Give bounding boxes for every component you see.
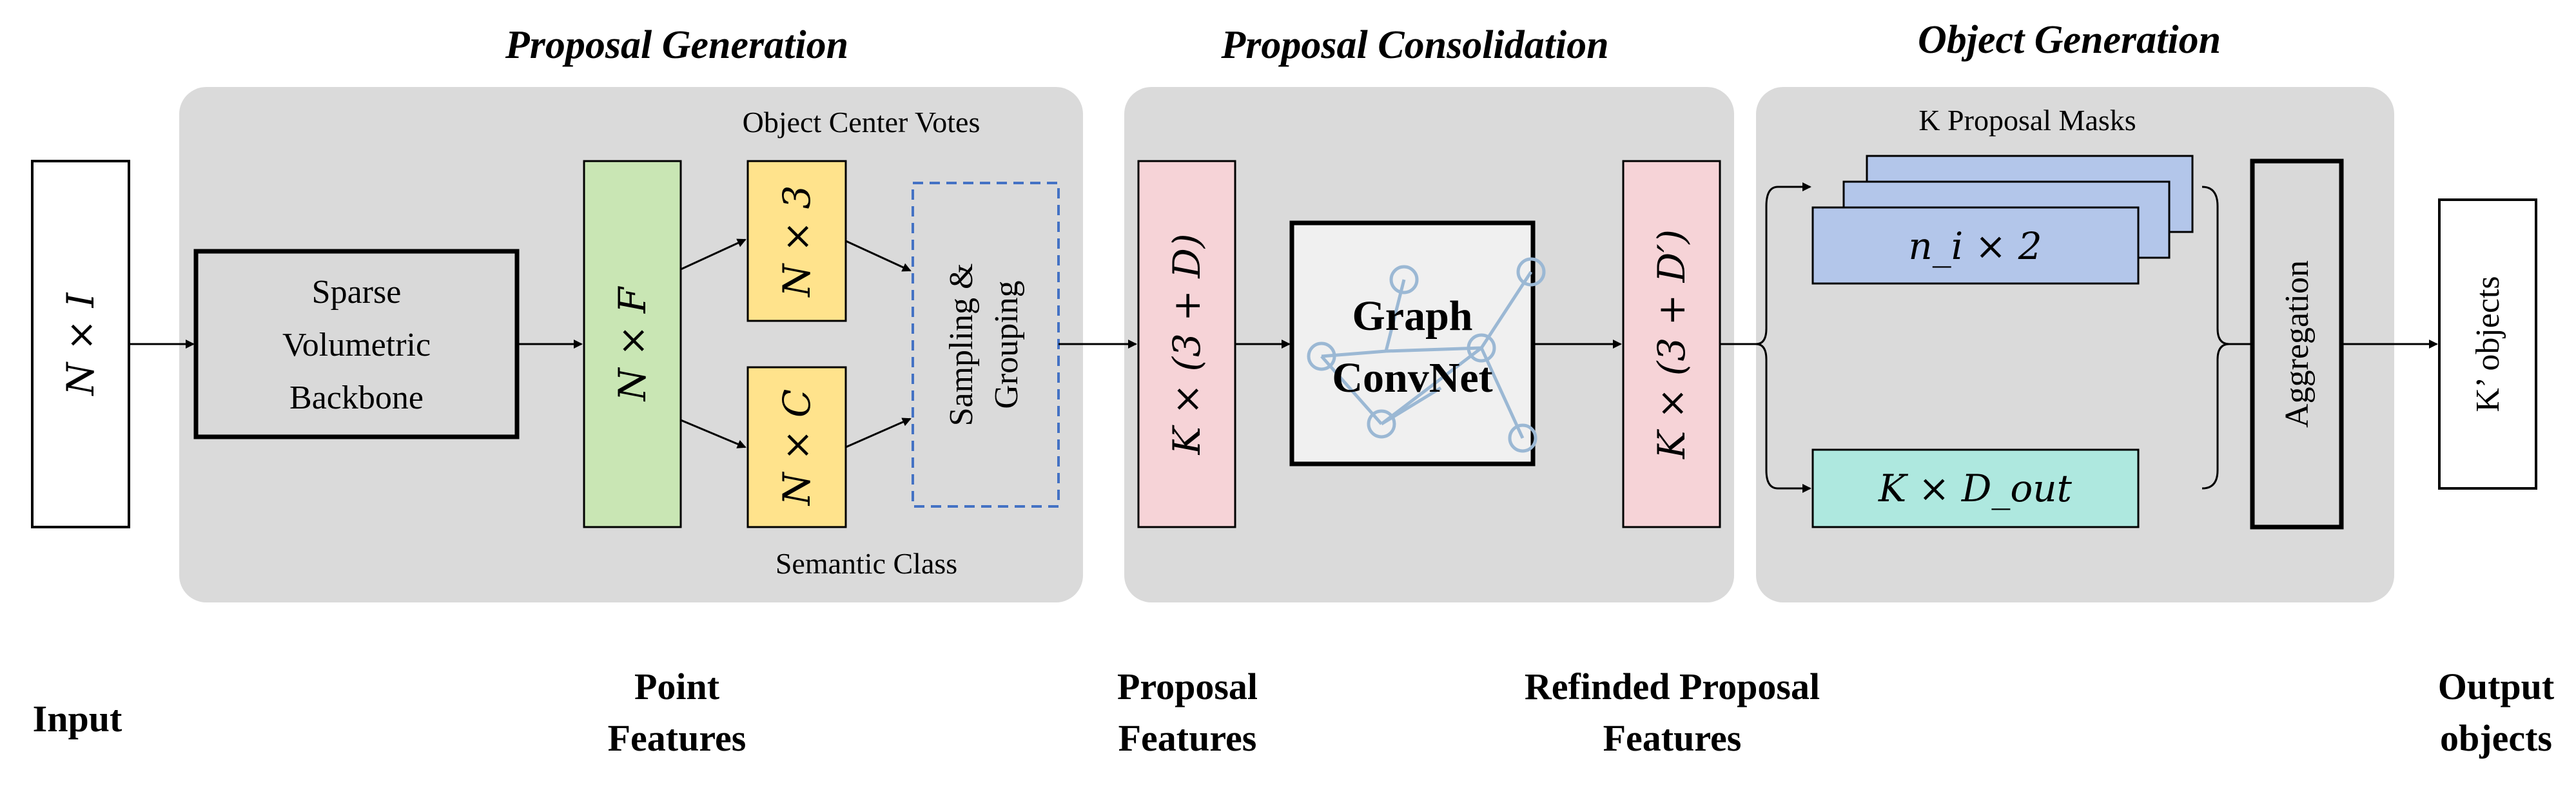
- mask-stack-front: [1811, 206, 2140, 285]
- bottom-label-proposal-line1: Proposal: [1117, 666, 1258, 707]
- graph-convnet-label-line2: ConvNet: [1332, 354, 1492, 401]
- sampling-label-line2: Grouping: [988, 280, 1025, 408]
- section-title-proposal-generation: Proposal Generation: [505, 23, 848, 67]
- sampling-label-line1: Sampling &: [943, 264, 980, 427]
- point-features-box: [583, 160, 682, 528]
- bottom-label-output-line2: objects: [2440, 717, 2552, 759]
- section-title-proposal-consolidation: Proposal Consolidation: [1220, 23, 1608, 67]
- split-brace: [1720, 182, 1811, 493]
- arrows: [129, 238, 2438, 448]
- graph-network-icon: [1307, 257, 1546, 453]
- semantic-box: [746, 366, 847, 528]
- input-box: [31, 160, 130, 528]
- bottom-label-refined-line1: Refinded Proposal: [1525, 666, 1820, 707]
- mask-label: n_i × 2: [1908, 224, 2042, 268]
- backbone-box: [193, 249, 520, 439]
- votes-caption: Object Center Votes: [743, 106, 981, 139]
- input-label: N × I: [59, 292, 102, 396]
- votes-box: [746, 160, 847, 322]
- arrow-semantic-sampling: [845, 418, 912, 448]
- dout-label: K × D_out: [1878, 466, 2073, 510]
- arrow-point-features-votes: [680, 238, 746, 271]
- masks-caption: K Proposal Masks: [1918, 104, 2136, 137]
- point-features-label: N × F: [610, 286, 654, 402]
- refined-features-label: K × (3 + D′): [1650, 229, 1693, 459]
- bottom-label-point-line1: Point: [634, 666, 720, 707]
- merge-brace: [2201, 186, 2252, 490]
- backbone-label-line3: Backbone: [289, 380, 424, 416]
- graph-convnet-label-line1: Graph: [1352, 293, 1472, 340]
- section-title-object-generation: Object Generation: [1918, 18, 2221, 62]
- dout-box: [1811, 448, 2140, 528]
- bottom-label-proposal-line2: Features: [1118, 717, 1257, 759]
- output-label: K’ objects: [2470, 276, 2506, 412]
- proposal-features-box: [1137, 160, 1236, 528]
- semantic-caption: Semantic Class: [776, 547, 957, 580]
- arrow-votes-sampling: [845, 240, 912, 272]
- votes-label: N × 3: [775, 185, 819, 298]
- semantic-label: N × C: [775, 389, 819, 507]
- backbone-label-line2: Volumetric: [282, 327, 431, 363]
- proposal-features-label: K × (3 + D): [1165, 234, 1209, 456]
- aggregation-label: Aggregation: [2279, 260, 2316, 428]
- bottom-label-refined-line2: Features: [1603, 717, 1742, 759]
- arrow-point-features-semantic: [680, 419, 746, 448]
- backbone-label-line1: Sparse: [312, 274, 402, 311]
- bottom-label-output-line1: Output: [2438, 666, 2555, 707]
- bottom-label-input: Input: [33, 698, 122, 740]
- output-box: [2438, 198, 2537, 490]
- bottom-label-point-line2: Features: [608, 717, 746, 759]
